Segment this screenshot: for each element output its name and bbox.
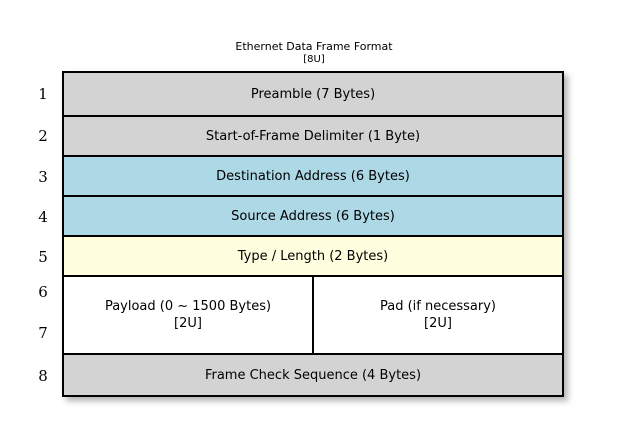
ethernet-frame-table: Preamble (7 Bytes) Start-of-Frame Delimi…: [62, 71, 564, 397]
row-number-8: 8: [38, 367, 48, 385]
row-number-4: 4: [38, 208, 48, 226]
title-block: Ethernet Data Frame Format [8U]: [0, 40, 628, 66]
frame-field-label: Destination Address (6 Bytes): [216, 168, 410, 184]
frame-field-start-of-frame-delimiter: Start-of-Frame Delimiter (1 Byte): [64, 117, 562, 157]
frame-field-destination-address: Destination Address (6 Bytes): [64, 157, 562, 197]
frame-field-type-length: Type / Length (2 Bytes): [64, 237, 562, 277]
frame-field-preamble: Preamble (7 Bytes): [64, 73, 562, 117]
frame-field-label: Payload (0 ~ 1500 Bytes): [104, 299, 272, 314]
row-number-6: 6: [38, 283, 48, 301]
row-number-7: 7: [38, 324, 48, 342]
row-number-1: 1: [38, 85, 48, 103]
frame-field-label: Source Address (6 Bytes): [231, 208, 395, 224]
page-title: Ethernet Data Frame Format: [235, 40, 393, 53]
frame-field-frame-check-sequence: Frame Check Sequence (4 Bytes): [64, 355, 562, 395]
frame-field-payload: Payload (0 ~ 1500 Bytes) [2U]: [64, 277, 314, 353]
row-number-3: 3: [38, 168, 48, 186]
frame-field-label: Frame Check Sequence (4 Bytes): [204, 367, 422, 383]
frame-field-sublabel: [2U]: [174, 316, 202, 331]
frame-field-label: Start-of-Frame Delimiter (1 Byte): [205, 128, 421, 144]
frame-field-sublabel: [2U]: [424, 316, 452, 331]
frame-field-label: Type / Length (2 Bytes): [237, 248, 389, 264]
frame-field-source-address: Source Address (6 Bytes): [64, 197, 562, 237]
frame-field-payload-pad-row: Payload (0 ~ 1500 Bytes) [2U] Pad (if ne…: [64, 277, 562, 355]
row-number-gutter: 1 2 3 4 5 6 7 8: [28, 72, 58, 397]
page-subtitle: [8U]: [303, 54, 325, 65]
frame-field-label: Pad (if necessary): [379, 299, 496, 314]
frame-field-pad: Pad (if necessary) [2U]: [314, 277, 562, 353]
row-number-2: 2: [38, 127, 48, 145]
row-number-5: 5: [38, 248, 48, 266]
frame-field-label: Preamble (7 Bytes): [250, 86, 376, 102]
